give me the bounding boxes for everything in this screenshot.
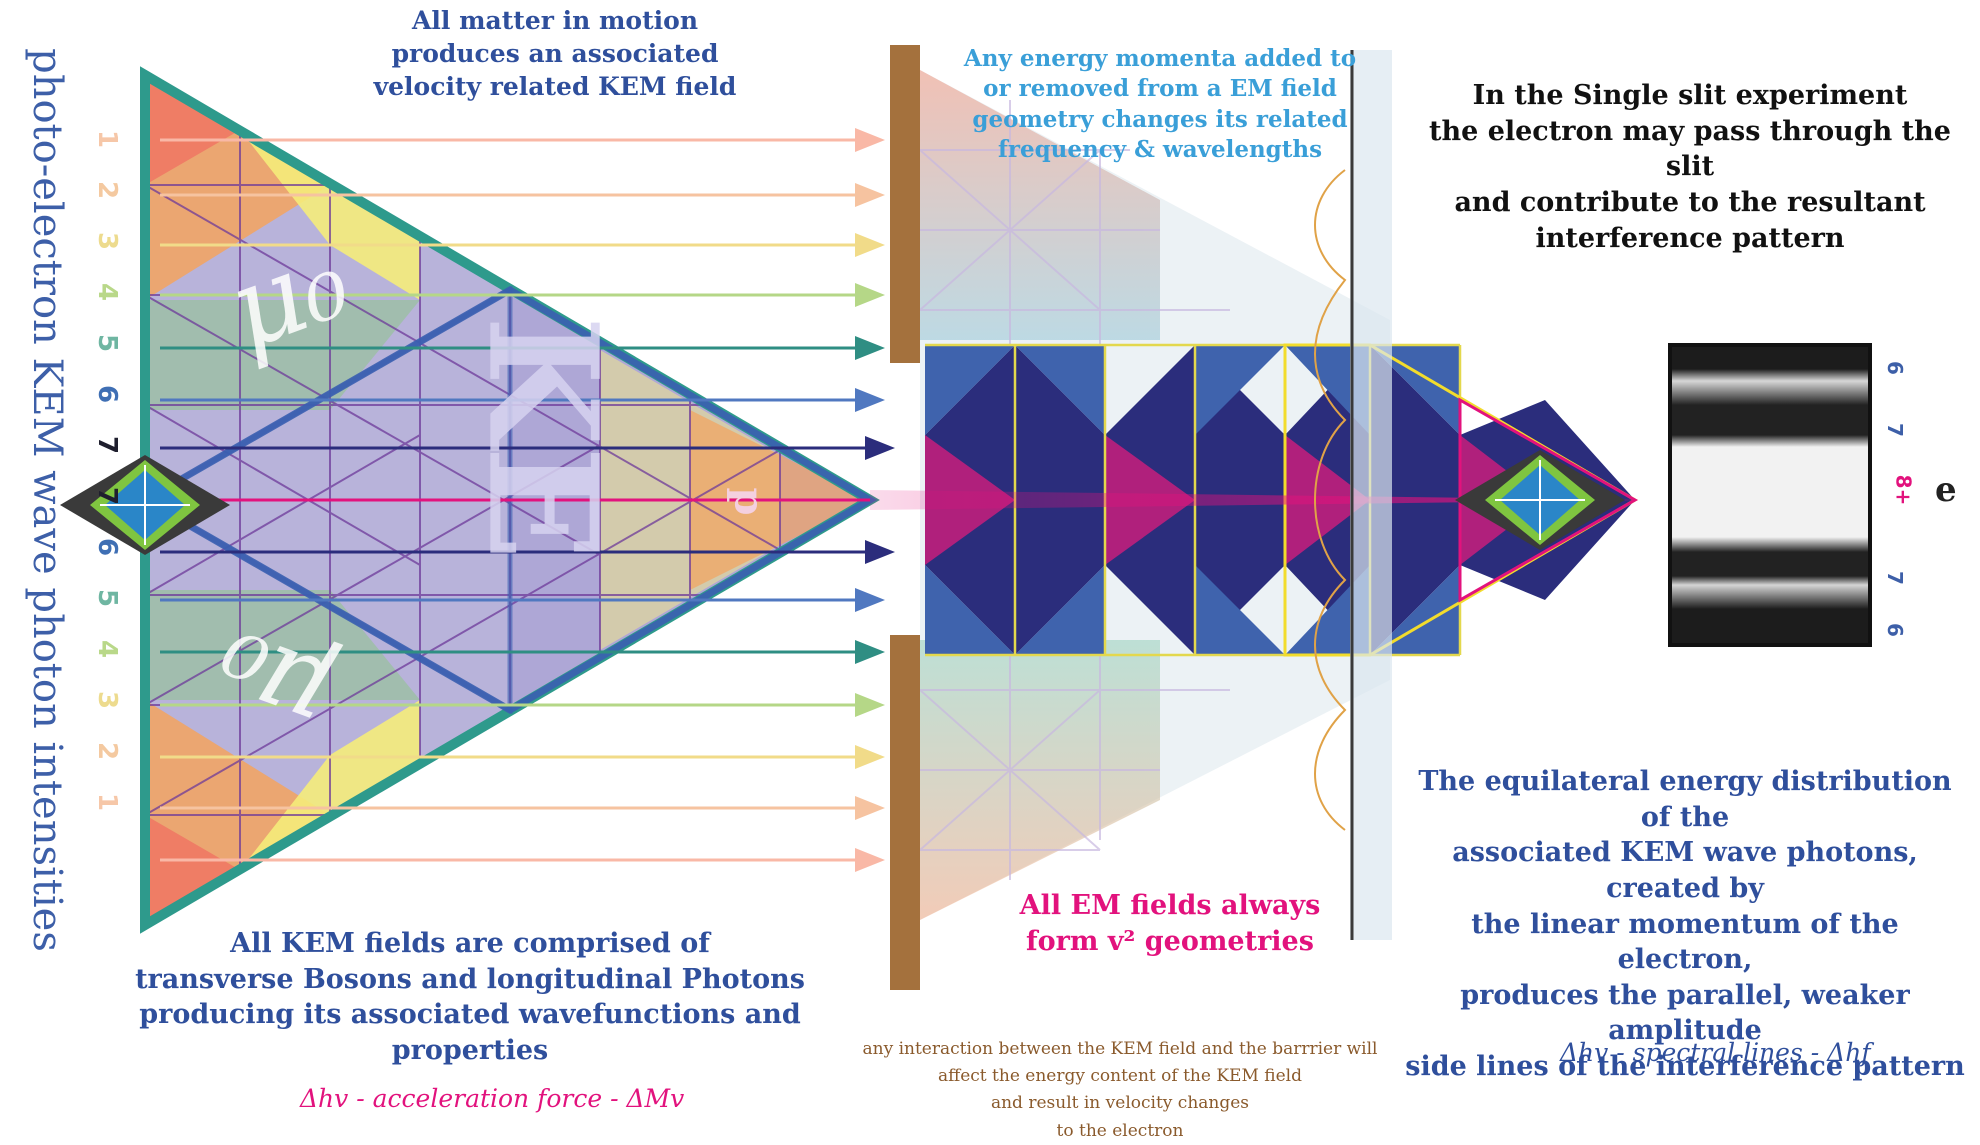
pattern-label: 8+: [1891, 474, 1916, 506]
top-right-line: In the Single slit experiment: [1472, 80, 1908, 111]
interference-wave: [1314, 169, 1347, 831]
kem-tip-top: [145, 75, 240, 185]
photon-arrows: [160, 138, 870, 862]
formula-right: Δhv - spectral lines - Δhf: [1560, 1038, 1871, 1067]
scale-number: 7: [92, 486, 123, 506]
top-right-line: and contribute to the resultant: [1454, 186, 1926, 218]
scale-number: 6: [92, 384, 123, 404]
scale-number: 2: [92, 180, 123, 200]
top-right-line: the electron may pass through the slit: [1429, 115, 1951, 183]
barrier-bottom: [890, 635, 920, 990]
text-bottom-left: All KEM fields are comprised of transver…: [110, 926, 830, 1069]
text-top-left: All matter in motion produces an associa…: [355, 4, 755, 103]
bottom-middle-line: to the electron: [1056, 1120, 1184, 1141]
middle-field-grid: [919, 100, 1230, 880]
bottom-middle-line: affect the energy content of the KEM fie…: [938, 1066, 1302, 1087]
scale-number: 4: [92, 639, 123, 659]
arrow-heads: [855, 128, 895, 872]
bottom-middle-line: and result in velocity changes: [990, 1093, 1250, 1114]
top-left-line: All matter in motion: [411, 6, 699, 35]
momentum-beam: [870, 490, 1640, 510]
scale-number: 4: [92, 282, 123, 302]
scale-number: 1: [92, 792, 123, 812]
momentum-p-glyph: p: [725, 487, 773, 516]
pattern-label: 7: [1882, 423, 1907, 437]
formula-left: Δhv - acceleration force - ΔMv: [300, 1084, 685, 1113]
bottom-left-line: producing its associated wavefunctions a…: [139, 999, 801, 1066]
bottom-right-line: produces the parallel, weaker amplitude: [1460, 979, 1910, 1047]
scale-number: 1: [92, 129, 123, 149]
middle-field-bottom-fade: [920, 640, 1160, 920]
bottom-right-line: associated KEM wave photons, created by: [1452, 837, 1918, 904]
top-left-line: velocity related KEM field: [373, 72, 737, 101]
electron-label: e: [1935, 470, 1957, 510]
scale-number: 3: [92, 690, 123, 710]
text-top-right: In the Single slit experiment the electr…: [1410, 78, 1970, 256]
top-middle-line: geometry changes its related: [972, 105, 1348, 133]
top-middle-line: frequency & wavelengths: [997, 136, 1323, 164]
top-middle-line: or removed from a EM field: [983, 75, 1337, 103]
bottom-middle-line: any interaction between the KEM field an…: [862, 1039, 1378, 1059]
pattern-label: 6: [1882, 623, 1907, 637]
electron-diamond-right: [1455, 450, 1625, 550]
top-middle-line: Any energy momenta added to: [963, 45, 1357, 72]
scale-number: 6: [92, 537, 123, 557]
text-top-middle: Any energy momenta added to or removed f…: [960, 44, 1360, 165]
ke-glyph: KE: [454, 315, 631, 561]
scale-number: 7: [92, 435, 123, 455]
scale-number: 5: [92, 588, 123, 608]
pattern-label: 7: [1882, 571, 1907, 585]
top-right-line: interference pattern: [1535, 222, 1845, 254]
bottom-right-line: the linear momentum of the electron,: [1471, 908, 1899, 976]
scale-number: 2: [92, 741, 123, 761]
screen-panel: [1350, 50, 1392, 940]
bottom-left-line: All KEM fields are comprised of: [230, 928, 710, 959]
text-bottom-right: The equilateral energy distribution of t…: [1400, 764, 1970, 1085]
bottom-right-line: The equilateral energy distribution of t…: [1418, 766, 1952, 833]
middle-pink-line: form v² geometries: [1026, 925, 1314, 957]
scale-number: 3: [92, 231, 123, 251]
bottom-left-line: transverse Bosons and longitudinal Photo…: [135, 963, 805, 995]
scale-number: 5: [92, 333, 123, 353]
electron-diamond-left: [60, 455, 230, 555]
interference-pattern: [1668, 343, 1872, 647]
top-left-line: produces an associated: [391, 39, 719, 68]
middle-pink-line: All EM fields always: [1019, 890, 1321, 921]
bottom-right-line: side lines of the interference pattern: [1405, 1051, 1965, 1082]
text-bottom-middle: any interaction between the KEM field an…: [860, 1036, 1380, 1145]
pattern-label: 6: [1882, 361, 1907, 375]
kem-tip-bottom: [145, 815, 240, 925]
barrier-top: [890, 45, 920, 363]
text-middle-pink: All EM fields always form v² geometries: [1010, 888, 1330, 959]
vertical-axis-label: photo-electron KEM wave photon intensiti…: [24, 48, 70, 952]
